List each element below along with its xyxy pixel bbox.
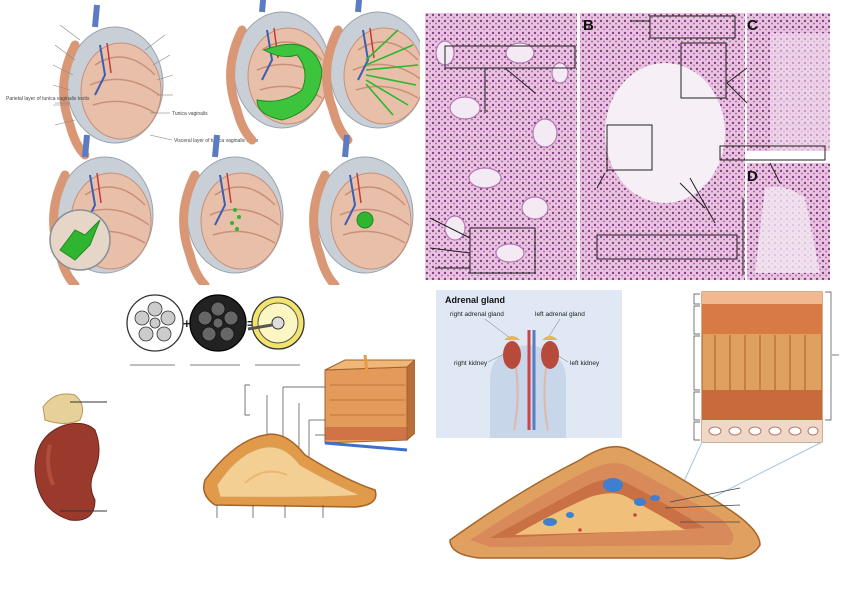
adrenal-gland-figure: Adrenal gland right adrenal gland left a… bbox=[430, 290, 840, 565]
testis-diagram-4 bbox=[50, 135, 153, 285]
adrenal-cortex-column bbox=[693, 291, 839, 443]
label-left-kidney: left kidney bbox=[570, 360, 600, 367]
histology-letter-c: C bbox=[747, 17, 758, 34]
svg-text:Tunica vaginalis: Tunica vaginalis bbox=[172, 111, 208, 117]
histology-letter-d: D bbox=[747, 168, 758, 185]
testis-diagram-3 bbox=[327, 0, 420, 140]
adrenal-cross-section-simple bbox=[195, 355, 415, 525]
lens-wheel-white bbox=[126, 294, 184, 352]
testis-diagram-1 bbox=[52, 5, 174, 155]
adrenal-title: Adrenal gland bbox=[445, 295, 505, 305]
testis-diagram-2 bbox=[231, 0, 330, 140]
svg-text:=: = bbox=[247, 316, 255, 331]
lens-wheel-black bbox=[189, 294, 247, 352]
histology-panel-b: B bbox=[580, 13, 745, 280]
microscope-lens-wheel: + = bbox=[120, 285, 305, 370]
histology-panel-a bbox=[425, 13, 577, 280]
svg-text:+: + bbox=[183, 316, 191, 331]
histology-micrograph: B C D bbox=[425, 13, 830, 280]
svg-text:Parietal layer of tunica vagin: Parietal layer of tunica vaginalis testi… bbox=[6, 96, 90, 102]
lens-wheel-yellow bbox=[247, 296, 305, 350]
testis-diagram-grid: Parietal layer of tunica vaginalis testi… bbox=[0, 0, 420, 285]
testis-diagram-5 bbox=[184, 135, 283, 285]
histology-panel-d: D bbox=[742, 162, 830, 280]
adrenal-gland-cross-section bbox=[449, 445, 761, 560]
label-right-kidney: right kidney bbox=[454, 360, 488, 367]
label-right-adrenal: right adrenal gland bbox=[450, 311, 504, 318]
testis-label-visceral: Visceral layer of tunica vaginalis testi… bbox=[149, 134, 259, 144]
tissue-block bbox=[324, 355, 415, 452]
testis-label-tunica: Tunica vaginalis bbox=[150, 111, 208, 117]
testis-diagram-6 bbox=[314, 135, 413, 285]
testis-label-parietal: Parietal layer of tunica vaginalis testi… bbox=[6, 96, 90, 104]
histology-panel-c: C bbox=[719, 13, 830, 161]
histology-letter-b: B bbox=[583, 17, 594, 34]
label-left-adrenal: left adrenal gland bbox=[535, 311, 585, 318]
kidney-with-adrenal bbox=[25, 385, 120, 525]
